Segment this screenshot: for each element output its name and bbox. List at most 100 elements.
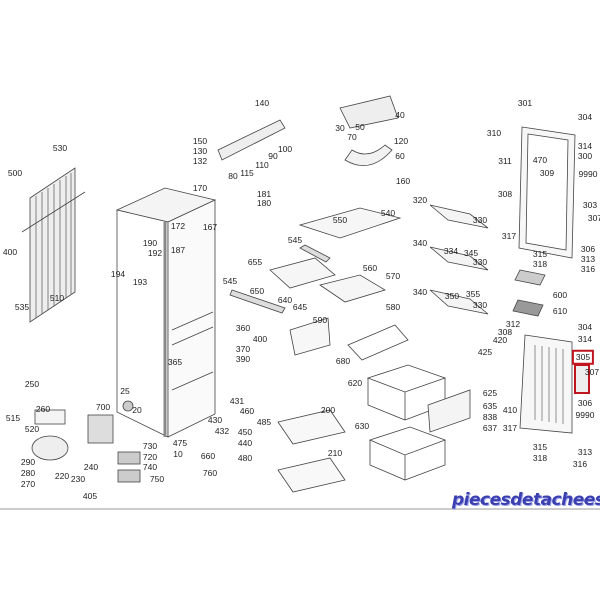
part-label: 306 — [580, 243, 596, 254]
part-label: 132 — [192, 155, 208, 166]
part-label: 140 — [254, 97, 270, 108]
part-label: 270 — [20, 478, 36, 489]
part-label: 307 — [584, 366, 600, 377]
part-label: 313 — [580, 253, 596, 264]
part-label: 40 — [395, 109, 405, 120]
part-label: 410 — [502, 404, 518, 415]
condenser-drawing — [21, 167, 86, 323]
part-label: 167 — [202, 221, 218, 232]
part-label: 650 — [249, 285, 265, 296]
part-label: 115 — [240, 167, 254, 178]
part-label: 290 — [20, 456, 36, 467]
part-label: 580 — [385, 301, 401, 312]
part-label: 307 — [587, 212, 600, 223]
part-label: 130 — [192, 145, 208, 156]
part-label: 660 — [200, 450, 216, 461]
part-label: 10 — [173, 448, 183, 459]
part-label: 720 — [142, 451, 158, 462]
part-label: 400 — [2, 246, 18, 257]
part-label: 200 — [320, 404, 336, 415]
part-label: 315 — [532, 441, 548, 452]
part-label: 190 — [142, 237, 158, 248]
part-label: 360 — [235, 322, 251, 333]
part-label: 160 — [395, 175, 411, 186]
part-label: 620 — [347, 377, 363, 388]
part-label: 193 — [132, 276, 148, 287]
part-label: 655 — [247, 256, 263, 267]
watermark-logo: piecesdetacheeselec.com — [452, 490, 600, 510]
part-label: 210 — [327, 447, 343, 458]
part-label: 740 — [142, 461, 158, 472]
drawers-drawing — [366, 364, 471, 481]
part-label: 314 — [577, 333, 593, 344]
part-label: 308 — [497, 326, 513, 337]
part-label: 637 — [482, 422, 498, 433]
part-label: 318 — [532, 452, 548, 463]
part-label: 570 — [385, 270, 401, 281]
part-label: 730 — [142, 440, 158, 451]
part-label: 680 — [335, 355, 351, 366]
part-label: 304 — [577, 111, 593, 122]
part-label: 420 — [492, 334, 508, 345]
part-label: 315 — [532, 248, 548, 259]
part-label: 545 — [222, 275, 238, 286]
part-label: 306 — [577, 397, 593, 408]
part-label: 345 — [463, 247, 479, 258]
part-label: 405 — [82, 490, 98, 501]
part-label: 340 — [412, 237, 428, 248]
part-label: 304 — [577, 321, 593, 332]
part-label: 309 — [539, 167, 555, 178]
shelves-drawing — [229, 207, 409, 361]
part-label: 610 — [552, 305, 568, 316]
part-label: 330 — [472, 214, 488, 225]
part-label: 120 — [393, 135, 409, 146]
compressor-drawing — [31, 400, 141, 483]
part-label: 300 — [577, 150, 593, 161]
part-label: 110 — [255, 159, 269, 170]
part-label: 180 — [256, 197, 272, 208]
part-label: 350 — [444, 290, 460, 301]
part-label: 70 — [347, 131, 357, 142]
part-label: 625 — [482, 387, 498, 398]
part-label: 220 — [54, 470, 70, 481]
part-label: 250 — [24, 378, 40, 389]
part-label: 301 — [517, 97, 533, 108]
part-label: 645 — [292, 301, 308, 312]
part-label: 355 — [465, 288, 481, 299]
part-label: 425 — [477, 346, 493, 357]
part-label: 314 — [577, 140, 593, 151]
fridge-door-drawing — [518, 126, 576, 259]
part-label: 390 — [235, 353, 251, 364]
part-label: 9990 — [578, 168, 598, 179]
part-label: 20 — [132, 404, 142, 415]
part-label: 480 — [237, 452, 253, 463]
part-label: 540 — [380, 207, 396, 218]
part-label: 330 — [472, 299, 488, 310]
part-label: 475 — [172, 437, 188, 448]
part-label: 313 — [577, 446, 593, 457]
control-panel-drawing — [217, 95, 399, 167]
part-label: 316 — [580, 263, 596, 274]
part-label: 9990 — [575, 409, 595, 420]
part-label: 520 — [24, 423, 40, 434]
part-label: 370 — [235, 343, 251, 354]
part-label: 312 — [505, 318, 521, 329]
part-label: 100 — [277, 143, 293, 154]
door-racks-drawing — [429, 204, 546, 317]
part-label: 750 — [149, 473, 165, 484]
part-label: 545 — [287, 234, 303, 245]
part-label: 303 — [582, 199, 598, 210]
part-label: 460 — [239, 405, 255, 416]
part-label: 280 — [20, 467, 36, 478]
freezer-door-drawing — [519, 334, 590, 434]
part-label: 600 — [552, 289, 568, 300]
part-label: 700 — [95, 401, 111, 412]
part-label: 450 — [237, 426, 253, 437]
part-label: 240 — [83, 461, 99, 472]
part-label: 550 — [332, 214, 348, 225]
part-label: 150 — [192, 135, 208, 146]
cabinet-drawing — [115, 187, 217, 438]
part-label: 432 — [214, 425, 230, 436]
